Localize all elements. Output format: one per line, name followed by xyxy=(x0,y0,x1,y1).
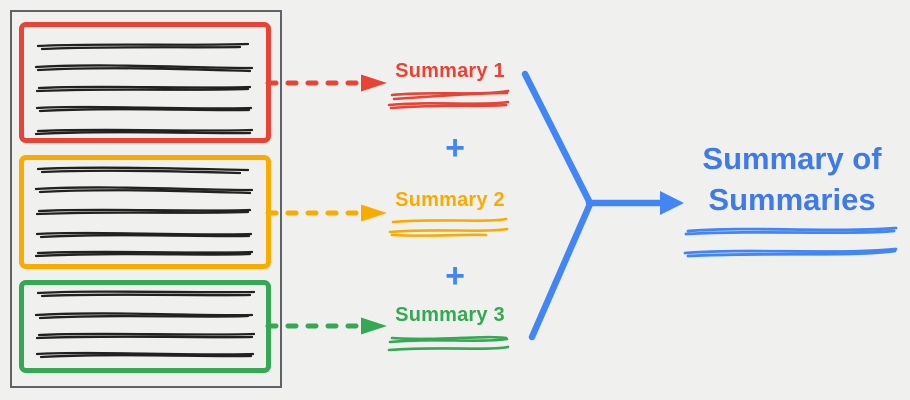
merge-arrow-icon xyxy=(521,70,684,341)
result-title: Summary of Summaries xyxy=(702,141,882,217)
red-dashed-arrow-icon xyxy=(265,74,387,92)
green-dashed-arrow-icon xyxy=(265,317,387,335)
summary-3-label: Summary 3 xyxy=(395,304,505,326)
document-chunk-2 xyxy=(19,155,271,269)
summary-1-scribble-icon xyxy=(387,89,510,110)
source-document xyxy=(10,10,282,388)
plus-operator-1: + xyxy=(445,129,465,167)
result-text-scribble-icon xyxy=(683,226,898,258)
summary-3-scribble-icon xyxy=(387,335,510,352)
chunk-3-text-scribble-icon xyxy=(34,290,256,359)
orange-dashed-arrow-icon xyxy=(265,204,387,222)
chunk-1-text-scribble-icon xyxy=(34,42,254,136)
summary-2-label: Summary 2 xyxy=(395,189,505,211)
chunk-2-text-scribble-icon xyxy=(34,166,254,258)
document-chunk-1 xyxy=(19,22,271,143)
summary-2-scribble-icon xyxy=(388,217,509,237)
summary-1-label: Summary 1 xyxy=(395,60,505,82)
plus-operator-2: + xyxy=(445,257,465,295)
document-chunk-3 xyxy=(19,280,271,373)
